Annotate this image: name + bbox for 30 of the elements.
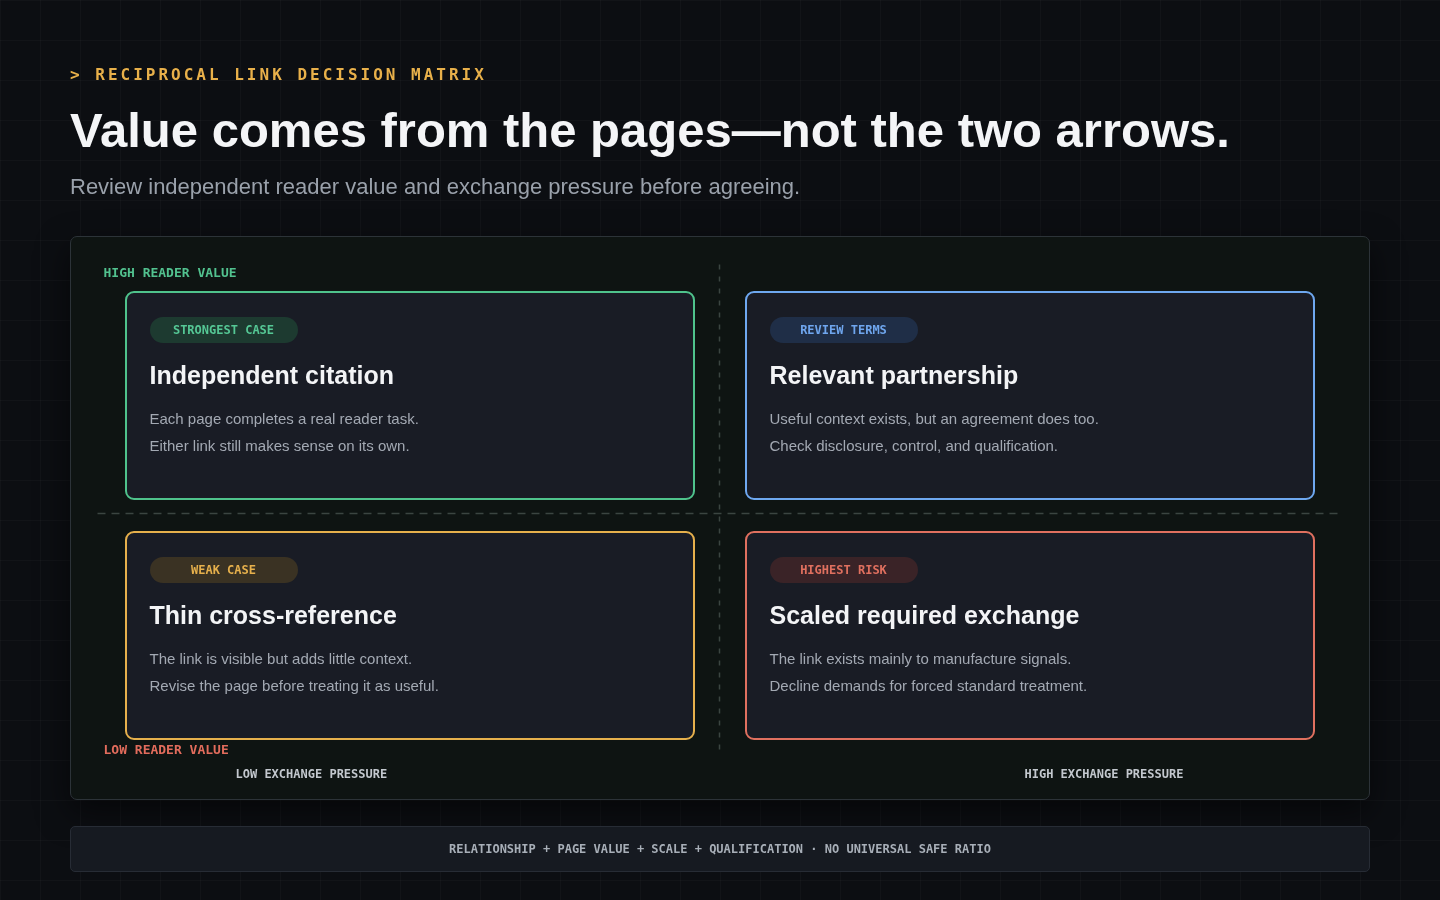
card-title: Independent citation: [149, 359, 394, 390]
axis-label: LOW READER VALUE: [103, 741, 229, 758]
card-description: Either link still makes sense on its own.: [149, 435, 410, 456]
section-kicker: > RECIPROCAL LINK DECISION MATRIX: [70, 64, 487, 86]
card-description: Each page completes a real reader task.: [149, 408, 419, 429]
card-description: The link exists mainly to manufacture signals.: [769, 648, 1072, 669]
axis-label: LOW EXCHANGE PRESSURE: [235, 765, 388, 782]
card-description: Revise the page before treating it as useful.: [149, 675, 439, 696]
case-tag: STRONGEST CASE: [149, 316, 298, 343]
summary-note: RELATIONSHIP + PAGE VALUE + SCALE + QUALIFICATION · NO UNIVERSAL SAFE RATIO: [449, 841, 991, 857]
card-description: The link is visible but adds little context.: [149, 648, 413, 669]
axis-label: HIGH EXCHANGE PRESSURE: [1024, 765, 1184, 782]
card-title: Relevant partnership: [769, 359, 1019, 390]
axis-label: HIGH READER VALUE: [103, 264, 237, 281]
case-tag: WEAK CASE: [149, 556, 298, 583]
case-tag: HIGHEST RISK: [769, 556, 918, 583]
case-tag: REVIEW TERMS: [769, 316, 918, 343]
subtitle: Review independent reader value and exchange pressure before agreeing.: [70, 173, 801, 201]
matrix-panel: [70, 236, 1370, 800]
card-description: Useful context exists, but an agreement does too.: [769, 408, 1099, 429]
card-title: Thin cross-reference: [149, 599, 397, 630]
headline: Value comes from the pages—not the two arrows.: [70, 102, 1230, 159]
quadrant-card: [744, 530, 1315, 740]
summary-bar: [70, 826, 1370, 872]
card-title: Scaled required exchange: [769, 599, 1080, 630]
quadrant-card: [124, 530, 695, 740]
card-description: Decline demands for forced standard treatment.: [769, 675, 1088, 696]
quadrant-card: [744, 290, 1315, 500]
card-description: Check disclosure, control, and qualification.: [769, 435, 1058, 456]
quadrant-card: [124, 290, 695, 500]
